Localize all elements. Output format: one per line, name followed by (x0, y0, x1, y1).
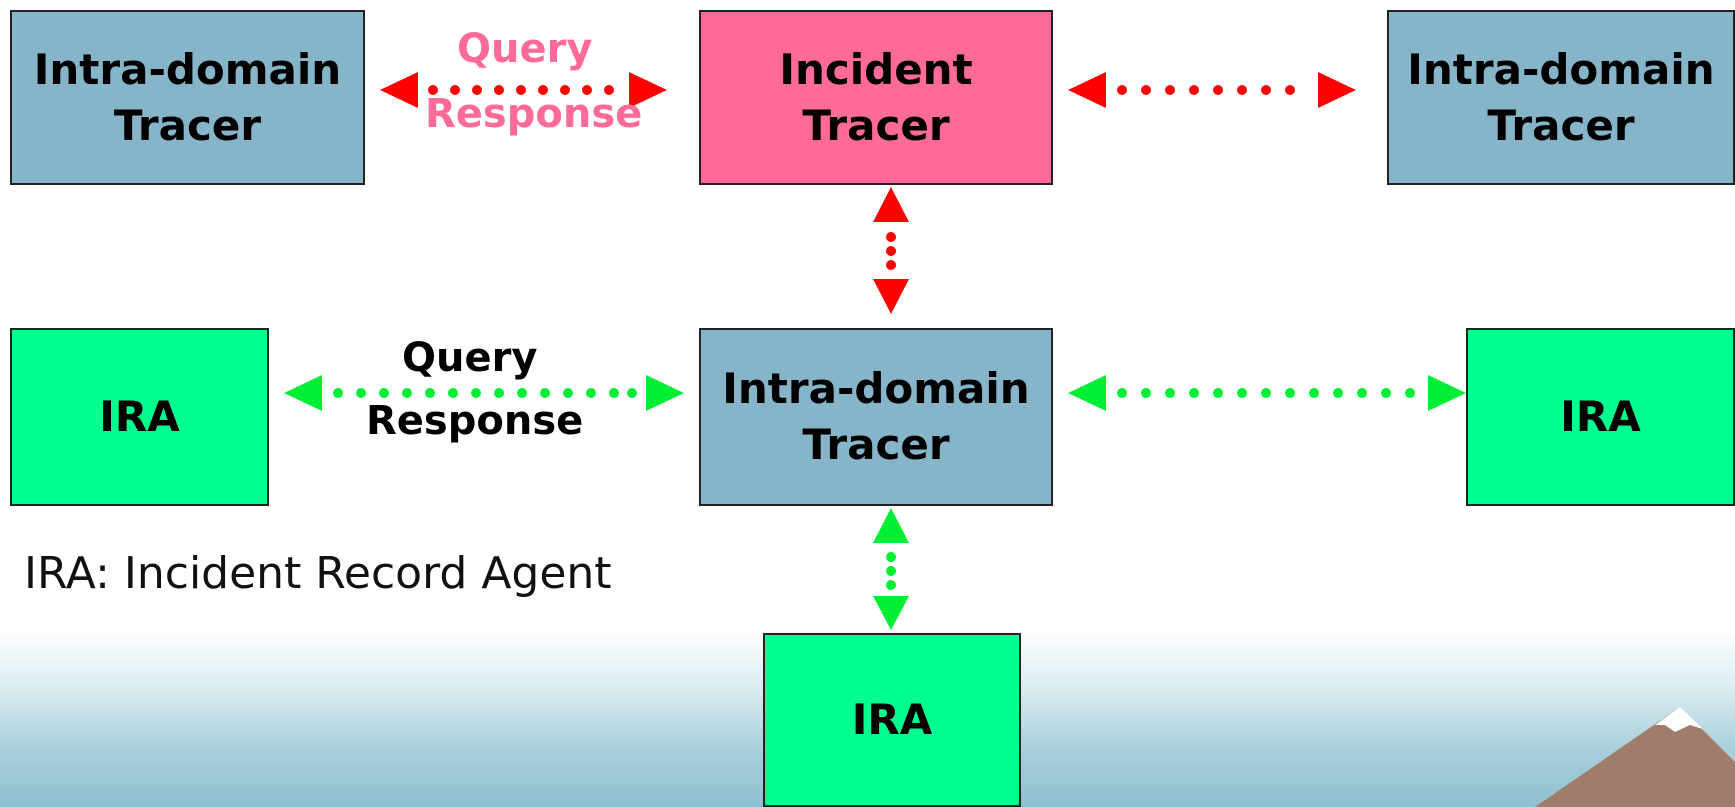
mid-query-label: Query (402, 335, 538, 381)
intra-domain-tracer-center: Intra-domain Tracer (699, 328, 1053, 506)
arrow-left-ira-center (284, 375, 684, 411)
mountain-graphic (1535, 707, 1735, 807)
top-response-label: Response (425, 91, 643, 137)
arrow-center-right-ira (1068, 375, 1466, 411)
arrow-incident-center (873, 187, 909, 314)
arrow-incident-top-right (1068, 72, 1356, 108)
ira-left: IRA (10, 328, 269, 506)
arrow-center-bottom-ira (873, 508, 909, 630)
intra-domain-tracer-top-right: Intra-domain Tracer (1387, 10, 1735, 185)
top-query-label: Query (457, 26, 593, 72)
incident-tracer: Incident Tracer (699, 10, 1053, 185)
ira-right: IRA (1466, 328, 1735, 506)
intra-domain-tracer-top-left: Intra-domain Tracer (10, 10, 365, 185)
mid-response-label: Response (366, 398, 584, 444)
ira-bottom: IRA (763, 633, 1021, 807)
legend-text: IRA: Incident Record Agent (24, 548, 612, 599)
arrow-top-left-incident (380, 72, 667, 108)
